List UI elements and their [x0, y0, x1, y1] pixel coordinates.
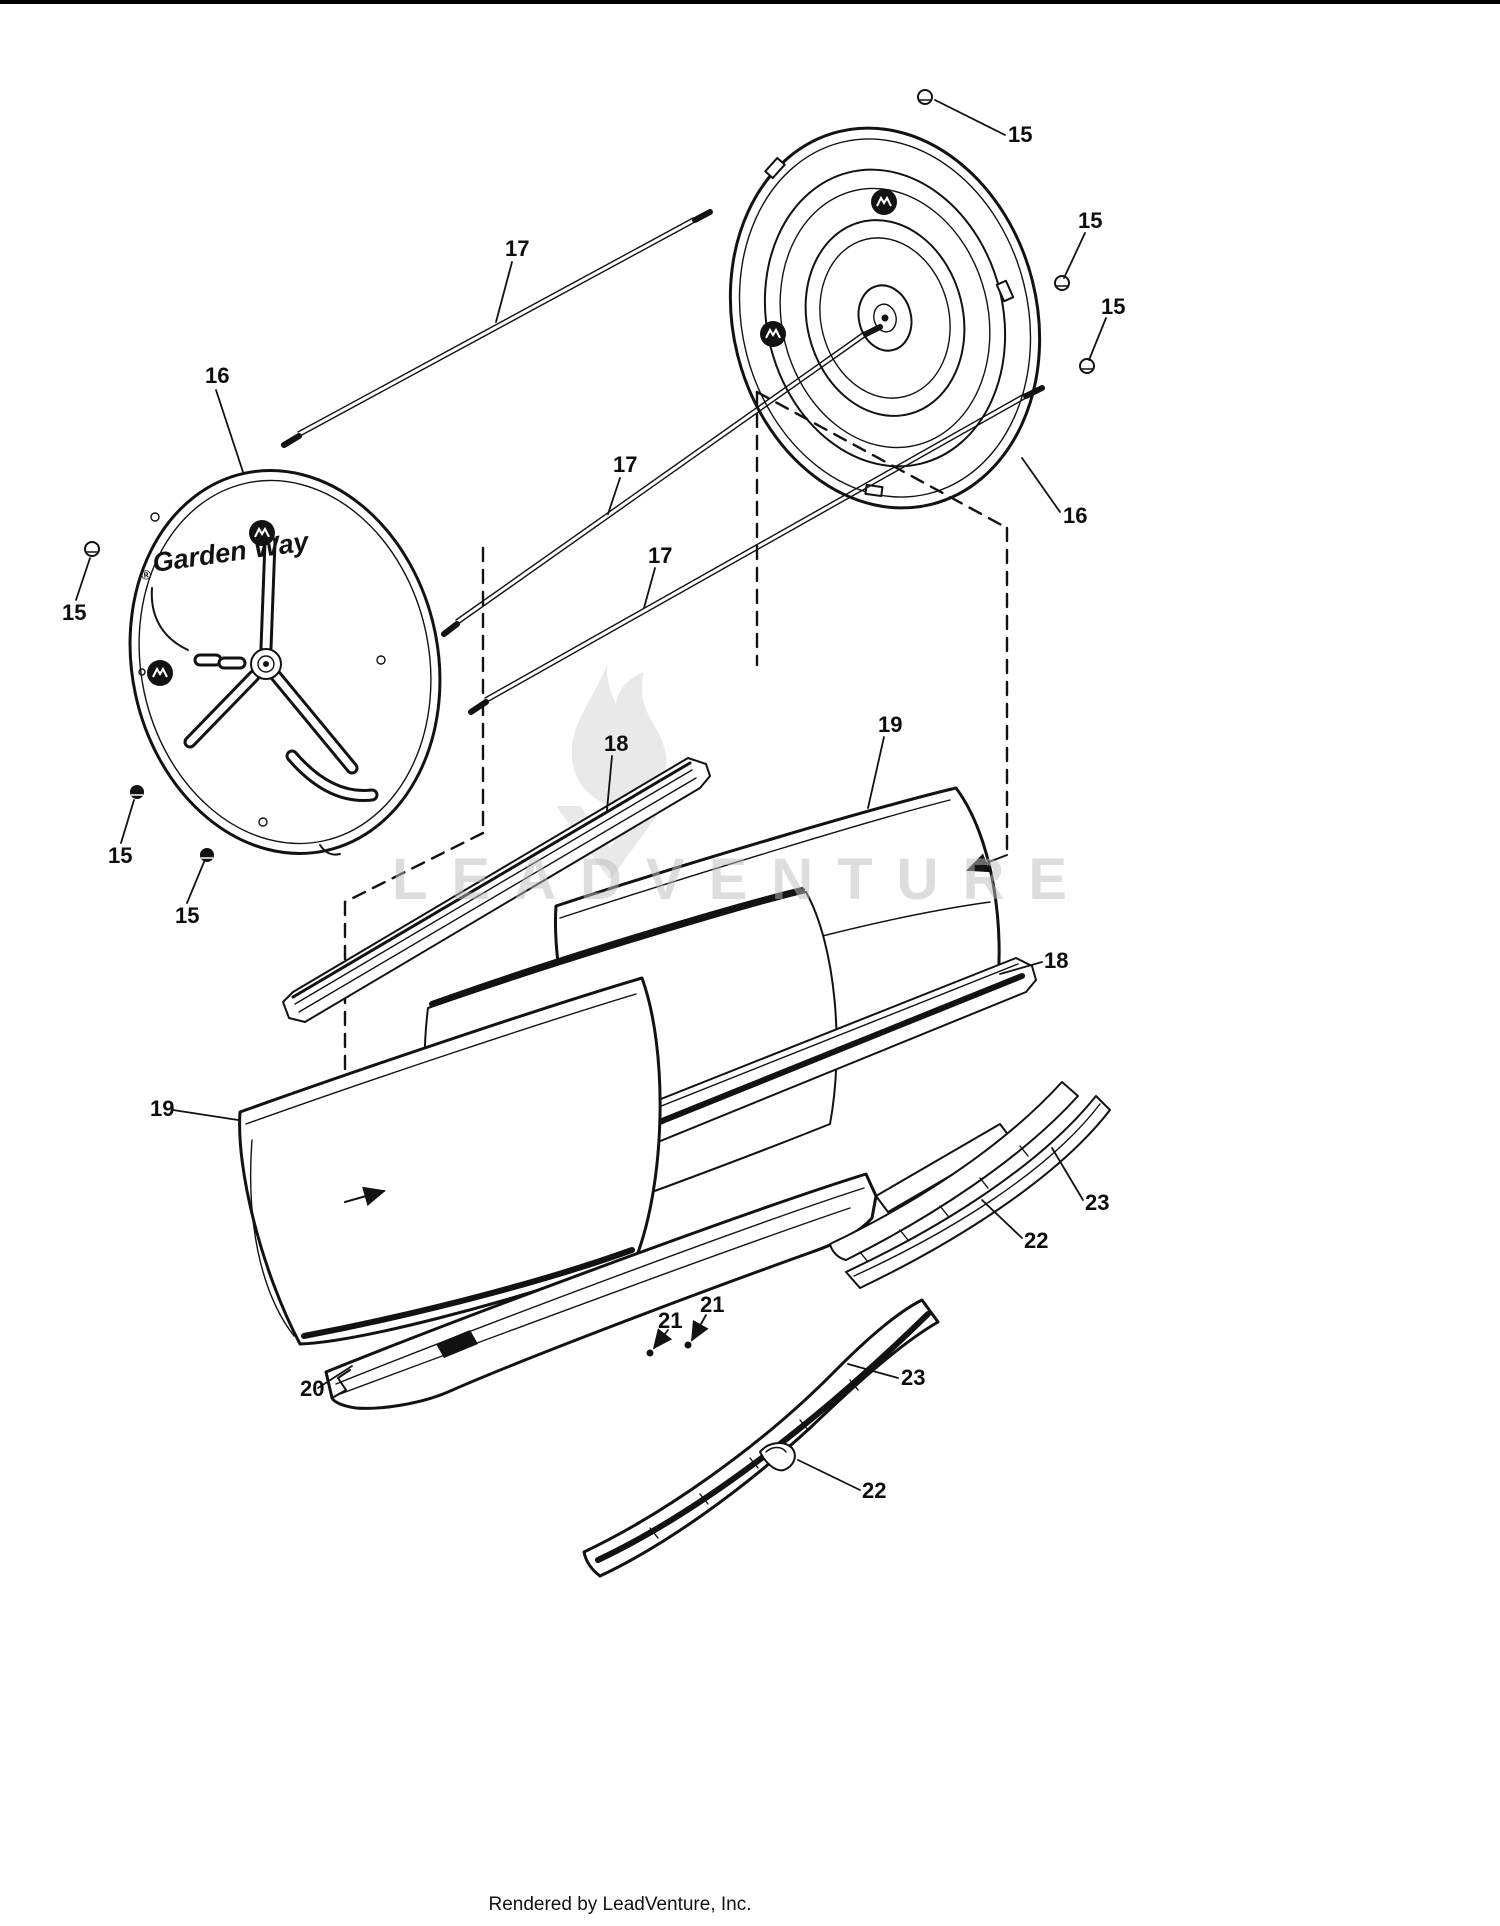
rod-top	[281, 209, 713, 448]
rod-middle	[441, 324, 883, 637]
callout-21-left: 21	[658, 1308, 683, 1333]
callout-15-left: 15	[62, 600, 87, 625]
callout-17-top: 17	[505, 236, 530, 261]
callout-15-top-right: 15	[1008, 122, 1033, 147]
callout-19-left: 19	[150, 1096, 175, 1121]
cap-nuts	[84, 89, 1095, 862]
end-cap-left: ® Garden Way	[128, 469, 442, 856]
top-border-line	[0, 0, 1500, 4]
callout-23-right: 23	[1085, 1190, 1110, 1215]
callout-22-right: 22	[1024, 1228, 1049, 1253]
callout-15-bottom-left-1: 15	[108, 843, 133, 868]
callout-16-left: 16	[205, 363, 230, 388]
panel-19-left	[238, 976, 662, 1346]
end-cap-right	[728, 126, 1042, 510]
footer-credit: Rendered by LeadVenture, Inc.	[488, 1894, 752, 1915]
callout-20: 20	[300, 1376, 325, 1401]
rod-bottom	[468, 385, 1045, 715]
dashed-guide-right	[755, 390, 1009, 857]
callout-15-bottom-left-2: 15	[175, 903, 200, 928]
leader-lines	[75, 99, 1107, 1491]
brand-reg-mark: ®	[140, 567, 152, 583]
clip-22-bottom	[759, 1442, 796, 1472]
shell-22-right	[829, 1081, 1079, 1263]
callout-18-right: 18	[1044, 948, 1069, 973]
channel-20	[324, 1172, 878, 1410]
screw-21-b	[684, 1341, 692, 1349]
callout-16-right: 16	[1063, 503, 1088, 528]
callout-21-right: 21	[700, 1292, 725, 1317]
callout-15-right-lower: 15	[1101, 294, 1126, 319]
brand-emblem-icon	[760, 189, 897, 347]
callout-15-right-upper: 15	[1078, 208, 1103, 233]
shell-23-right	[845, 1095, 1111, 1289]
callout-19-top: 19	[878, 712, 903, 737]
callout-22-bottom: 22	[862, 1478, 887, 1503]
callout-17-lower: 17	[648, 543, 673, 568]
brand-emblem-icon	[147, 520, 275, 686]
screw-21-a	[646, 1349, 654, 1357]
guide-arrows	[344, 853, 1008, 1207]
shell-23-bottom	[582, 1298, 940, 1578]
callout-17-middle: 17	[613, 452, 638, 477]
callout-23-bottom: 23	[901, 1365, 926, 1390]
callout-18-top: 18	[604, 731, 629, 756]
panel-18-top	[282, 757, 711, 1023]
